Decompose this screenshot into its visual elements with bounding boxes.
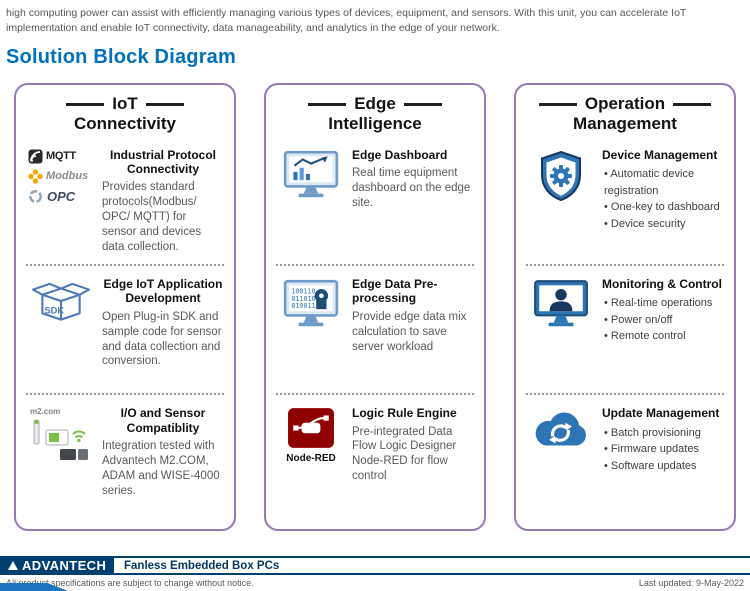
- protocol-logos: MQTT Modbus: [26, 144, 96, 204]
- opc-icon: [29, 189, 42, 203]
- item-description: Provide edge data mix calculation to sav…: [352, 310, 467, 353]
- intro-paragraph: high computing power can assist with eff…: [6, 7, 687, 34]
- item-title: Edge IoT Application Development: [103, 276, 223, 306]
- last-updated-text: Last updated: 9-May-2022: [638, 578, 744, 588]
- item-industrial-protocol: MQTT Modbus: [26, 138, 224, 263]
- column-title-line2: Connectivity: [73, 114, 177, 134]
- monitoring-monitor-icon: [534, 280, 588, 327]
- item-description: Real time equipment dashboard on the edg…: [352, 167, 471, 209]
- header-rule-right: [673, 103, 712, 106]
- corner-decoration: [0, 583, 68, 591]
- item-edge-dashboard: Edge Dashboard Real time equipment dashb…: [276, 138, 474, 263]
- bullet: One-key to dashboard: [602, 199, 724, 216]
- update-cloud-icon: [535, 412, 586, 446]
- column-title-line1: IoT: [112, 94, 138, 114]
- bullet: Automatic device registration: [602, 166, 724, 199]
- advantech-logo-text: ADVANTECH: [22, 558, 107, 573]
- dotted-separator: [526, 263, 724, 266]
- item-description: Open Plug-in SDK and sample code for sen…: [102, 310, 222, 368]
- item-description: Integration tested with Advantech M2.COM…: [102, 439, 220, 497]
- bullet: Power on/off: [602, 312, 724, 329]
- item-title: I/O and Sensor Compatiblity: [120, 406, 206, 435]
- modbus-label: Modbus: [46, 170, 89, 183]
- item-title: Industrial Protocol Connectivity: [109, 147, 216, 176]
- item-device-management: Device Management Automatic device regis…: [526, 138, 724, 263]
- mqtt-label: MQTT: [46, 150, 76, 163]
- data-preprocessing-icon: 100110 011010 010011: [283, 279, 339, 327]
- binary-row: 011010: [291, 295, 315, 303]
- bullet: Real-time operations: [602, 295, 724, 312]
- opc-label: OPC: [47, 188, 76, 204]
- header-rule-right: [145, 103, 184, 106]
- dotted-separator: [526, 393, 724, 396]
- product-line-strip: Fanless Embedded Box PCs: [114, 556, 750, 575]
- dotted-separator: [26, 263, 224, 266]
- binary-row: 100110: [291, 288, 315, 296]
- column-header: IoT Connectivity: [26, 95, 224, 133]
- product-line-label: Fanless Embedded Box PCs: [124, 559, 280, 572]
- bullet: Remote control: [602, 328, 724, 345]
- column-title-line1: Operation: [584, 94, 666, 114]
- header-rule-left: [308, 103, 347, 106]
- item-logic-rule-engine: Node-RED Logic Rule Engine Pre-integrate…: [276, 396, 474, 521]
- bullet: Batch provisioning: [602, 425, 724, 442]
- advantech-logo-mark-icon: [8, 561, 18, 570]
- column-title-line1: Edge: [354, 94, 396, 114]
- column-iot-connectivity: IoT Connectivity: [14, 83, 236, 532]
- header-rule-left: [538, 103, 577, 106]
- node-red-label: Node-RED: [286, 453, 336, 465]
- column-header: Edge Intelligence: [276, 95, 474, 133]
- item-edge-iot-app-dev: SDK Edge IoT Application Development Ope…: [26, 267, 224, 392]
- header-rule-right: [403, 103, 442, 106]
- item-edge-data-preprocessing: 100110 011010 010011 Edge Data Pre-proce…: [276, 267, 474, 392]
- dotted-separator: [276, 263, 474, 266]
- bullet-list: Automatic device registration One-key to…: [602, 166, 724, 232]
- item-title: Logic Rule Engine: [352, 406, 457, 421]
- section-title: Solution Block Diagram: [6, 46, 236, 69]
- bullet-list: Batch provisioning Firmware updates Soft…: [602, 425, 724, 475]
- column-operation-management: Operation Management: [514, 83, 736, 532]
- column-edge-intelligence: Edge Intelligence: [264, 83, 486, 532]
- item-description: Pre-integrated Data Flow Logic Designer …: [352, 425, 457, 483]
- bullet: Software updates: [602, 458, 724, 475]
- opc-logo: OPC: [28, 189, 88, 204]
- item-monitoring-control: Monitoring & Control Real-time operation…: [526, 267, 724, 392]
- footer-bar: ADVANTECH Fanless Embedded Box PCs: [0, 556, 750, 575]
- item-io-sensor-compat: m2.com I/O and Sensor Compatiblit: [26, 396, 224, 521]
- modbus-icon: [28, 168, 43, 184]
- mqtt-icon: [28, 149, 43, 164]
- column-header: Operation Management: [526, 95, 724, 133]
- item-title: Edge Data Pre-processing: [352, 276, 438, 306]
- item-update-management: Update Management Batch provisioning Fir…: [526, 396, 724, 521]
- modbus-logo: Modbus: [28, 168, 89, 184]
- mqtt-logo: MQTT: [28, 149, 88, 164]
- disclaimer-text: All product specifications are subject t…: [6, 578, 254, 588]
- bullet: Device security: [602, 216, 724, 233]
- header-rule-left: [66, 103, 105, 106]
- dotted-separator: [276, 393, 474, 396]
- m2com-label: m2.com: [30, 407, 61, 417]
- bullet-list: Real-time operations Power on/off Remote…: [602, 295, 724, 345]
- advantech-logo: ADVANTECH: [0, 556, 114, 575]
- device-management-shield-icon: [541, 150, 581, 201]
- sdk-label: SDK: [44, 305, 64, 315]
- footer-meta: All product specifications are subject t…: [0, 578, 750, 588]
- edge-dashboard-icon: [283, 150, 339, 197]
- item-title: Monitoring & Control: [602, 276, 722, 291]
- bullet: Firmware updates: [602, 441, 724, 458]
- solution-block-diagram: IoT Connectivity: [0, 83, 750, 532]
- column-title-line2: Intelligence: [328, 114, 422, 134]
- node-red-icon: [288, 408, 334, 448]
- item-title: Update Management: [602, 406, 720, 421]
- column-title-line2: Management: [573, 114, 677, 134]
- m2com-device-icon: [33, 419, 88, 461]
- sdk-box-icon: SDK: [32, 282, 90, 321]
- item-title: Edge Dashboard: [352, 147, 448, 162]
- dotted-separator: [26, 393, 224, 396]
- item-description: Provides standard protocols(Modbus/ OPC/…: [102, 181, 202, 254]
- item-title: Device Management: [602, 147, 718, 162]
- binary-row: 010011: [291, 302, 315, 310]
